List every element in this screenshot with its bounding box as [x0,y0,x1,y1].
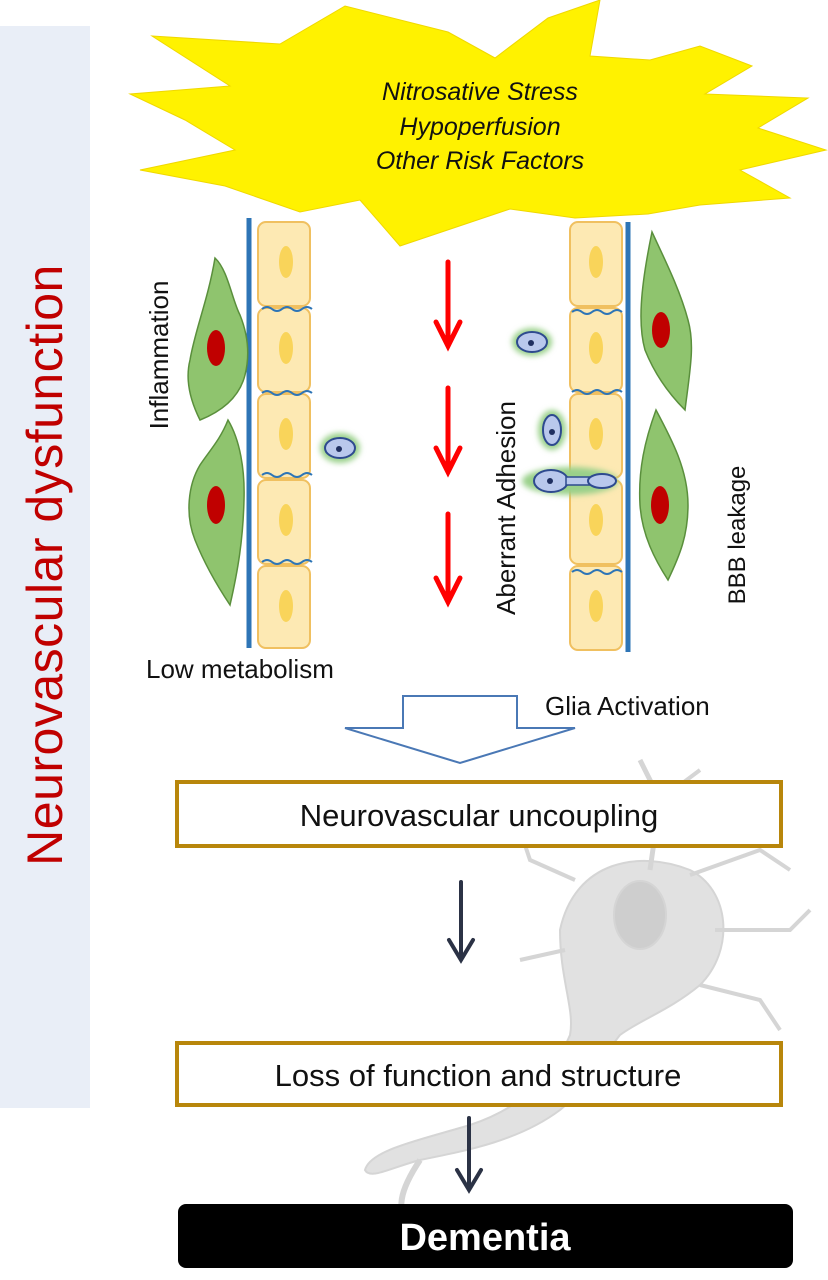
stress-factor-3: Other Risk Factors [376,147,584,175]
side-panel [0,26,90,1108]
nucleus [207,330,225,366]
stress-factor-1: Nitrosative Stress [382,78,578,106]
down-arrow-2 [455,1116,483,1194]
box-neurovascular-uncoupling [175,780,783,848]
hollow-down-arrow [344,695,576,765]
label-low-metabolism: Low metabolism [146,654,334,684]
label-inflammation: Inflammation [144,281,174,430]
label-bbb-leakage: BBB leakage [724,466,751,605]
nucleus [207,486,225,524]
label-aberrant-adhesion: Aberrant Adhesion [491,401,521,615]
outcome-box [178,1204,793,1268]
right-tight-junctions [571,309,623,575]
immune-cell-nucleus [547,478,553,484]
risk-factor-starburst [128,0,828,247]
nucleus [652,312,670,348]
step2-text: Loss of function and structure [275,1058,682,1093]
neuron-illustration [363,758,812,1232]
immune-cell-nucleus [336,446,342,452]
immune-cell-nucleus [549,429,555,435]
nucleus [651,486,669,524]
down-arrow-1 [447,880,475,964]
box-loss-of-function [175,1041,783,1107]
label-glia-activation: Glia Activation [545,691,710,721]
step1-text: Neurovascular uncoupling [300,798,658,833]
red-arrows [433,259,463,608]
immune-cell-nucleus [528,340,534,346]
stress-factor-2: Hypoperfusion [399,113,560,141]
left-endothelial-nuclei [279,246,293,622]
left-tight-junctions [261,306,313,565]
immune-cell [587,473,617,489]
outcome-text: Dementia [399,1217,571,1259]
right-endothelial-nuclei [589,246,603,622]
